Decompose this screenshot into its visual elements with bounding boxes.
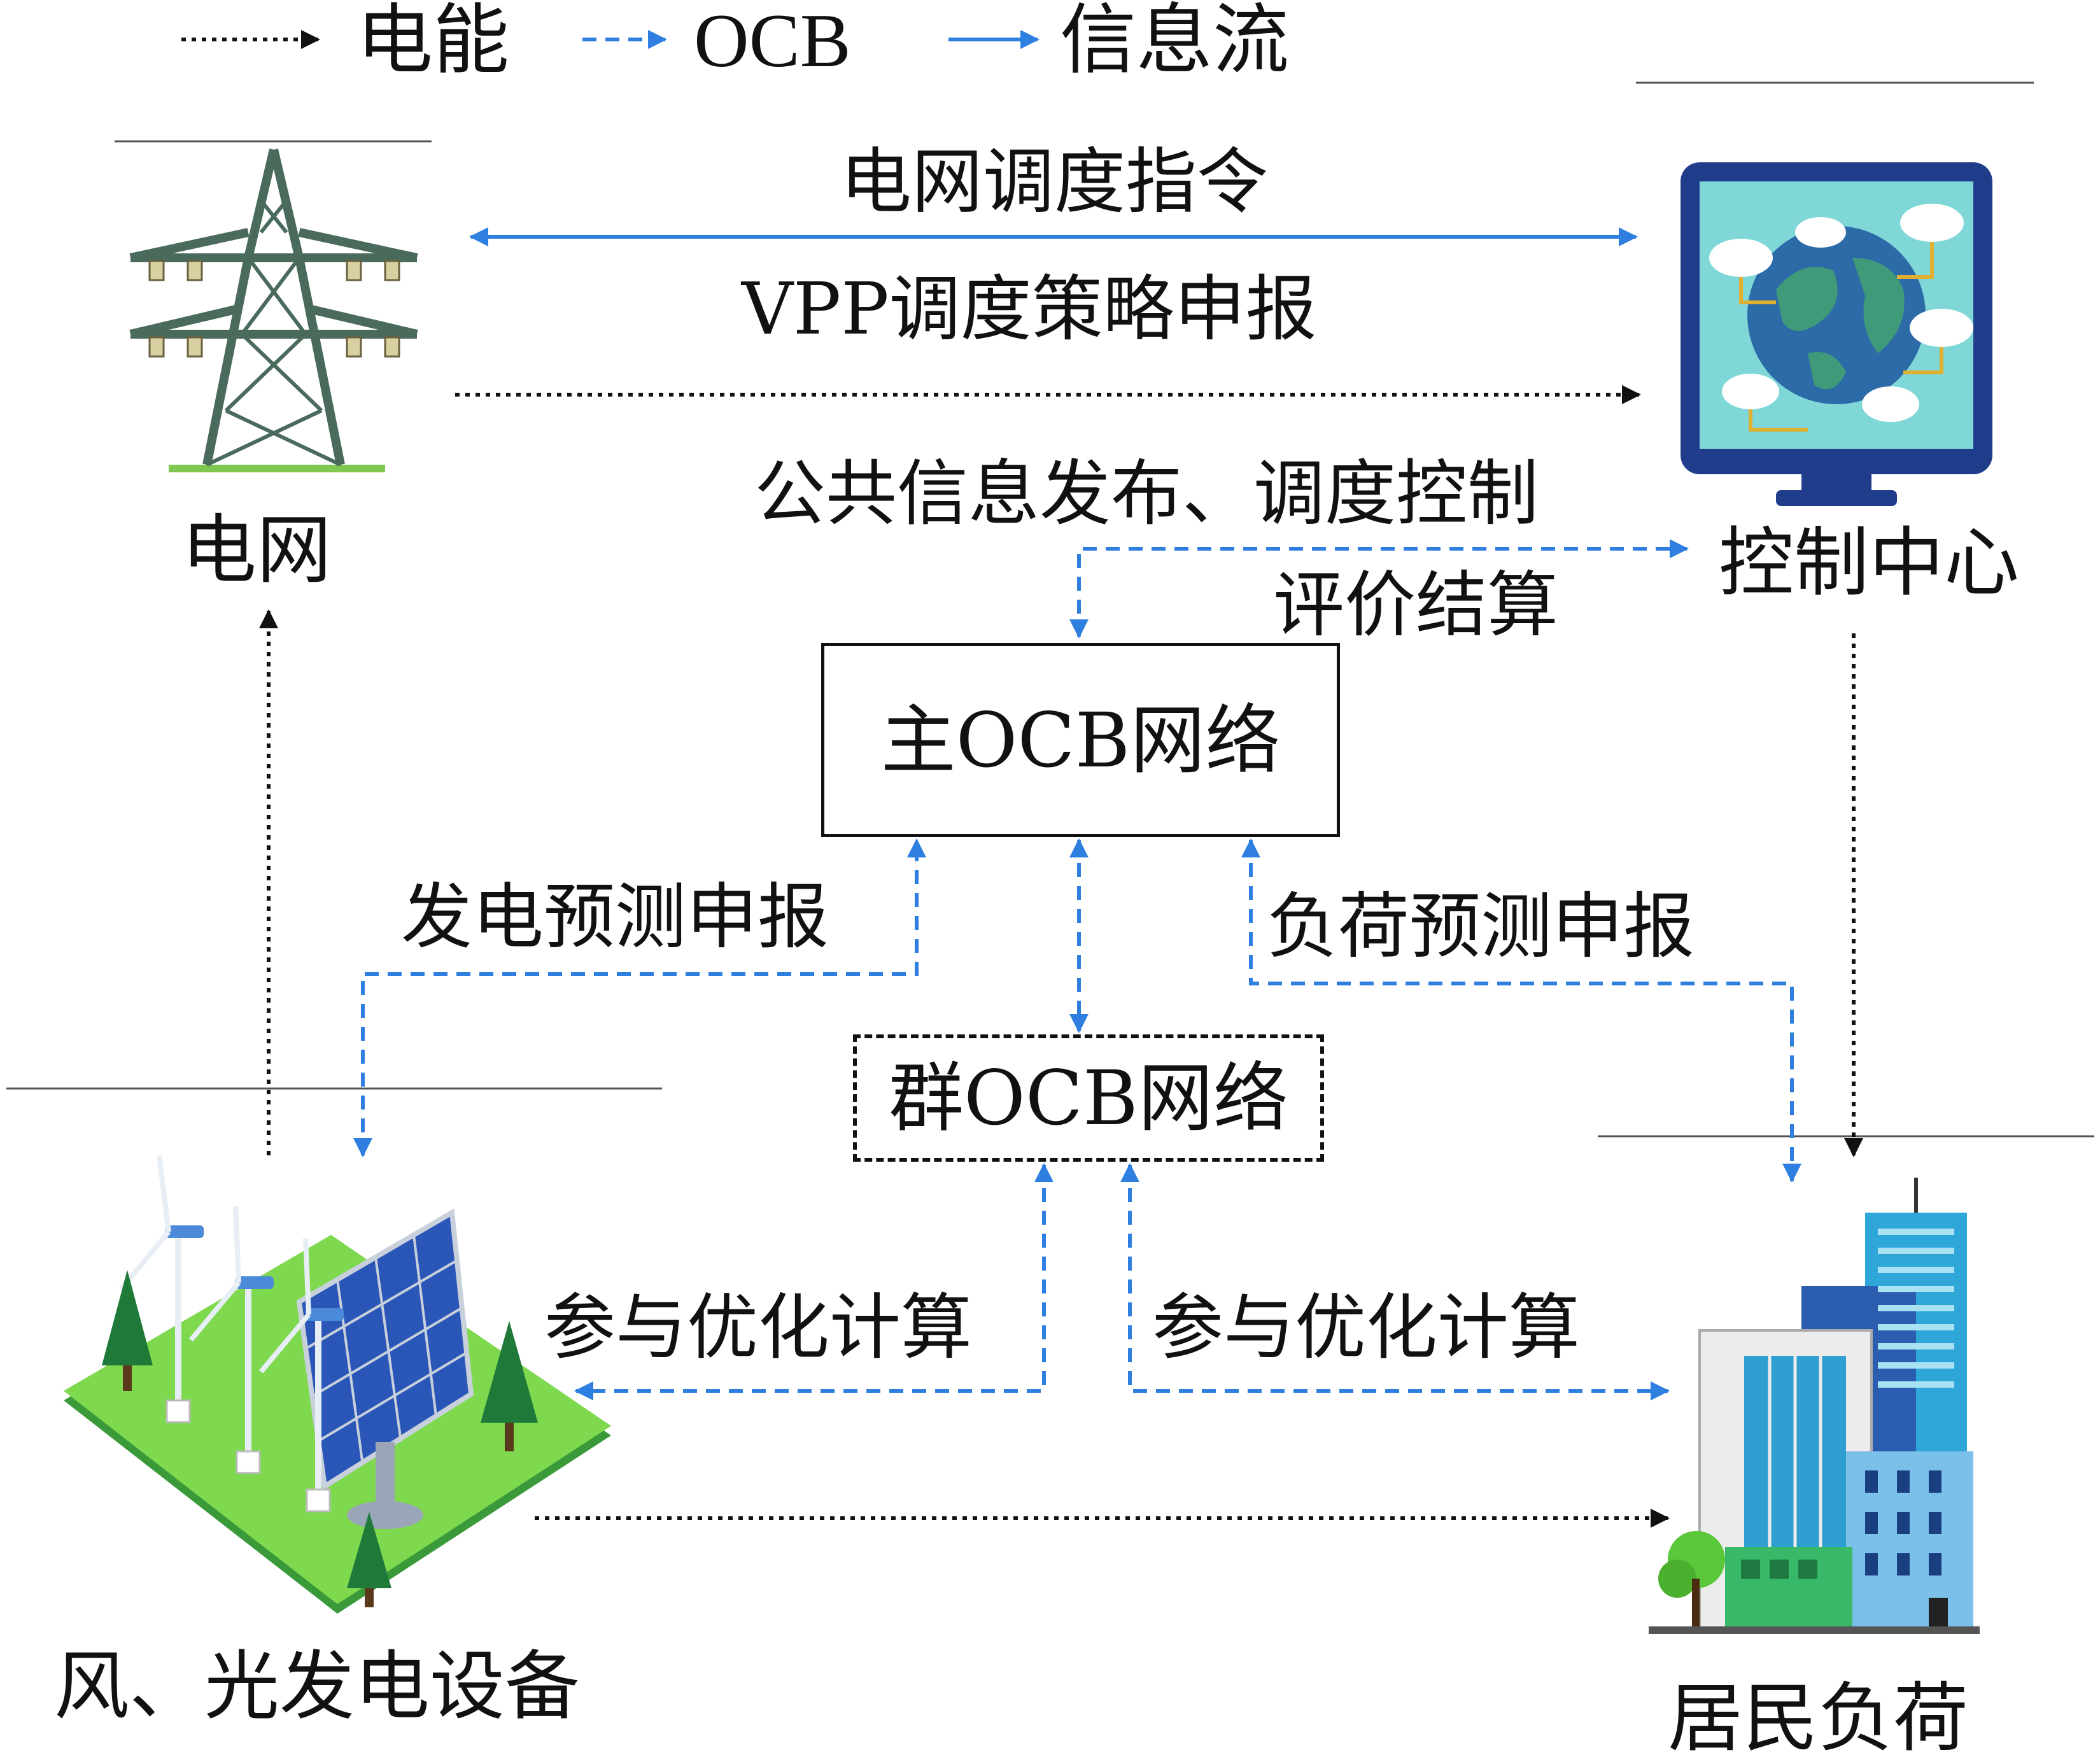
edge-load-forecast-line	[1241, 838, 1801, 1183]
group-ocb-box: 群OCB网络	[853, 1034, 1324, 1162]
edge-opt-right-line	[1120, 1163, 1670, 1400]
legend-ocb-label: OCB	[694, 0, 851, 83]
control-center-label: 控制中心	[1719, 519, 2020, 607]
edge-opt-left-line	[574, 1163, 1054, 1400]
edge-gen-forecast-line	[353, 838, 926, 1157]
group-ocb-label: 群OCB网络	[889, 1054, 1288, 1142]
edge-public-info-line	[1069, 539, 1689, 638]
edge-gen-forecast-label: 发电预测申报	[401, 876, 829, 959]
edge-dispatch-label: 电网调度指令	[840, 141, 1268, 223]
edge-vpp-report-label: VPP调度策略申报	[742, 268, 1317, 351]
monitor-globe-icon	[1681, 162, 1992, 509]
grid-label: 电网	[181, 506, 332, 594]
residential-label: 居民负荷	[1668, 1674, 1969, 1762]
transmission-tower-icon	[111, 143, 436, 474]
generation-label: 风、光发电设备	[54, 1642, 581, 1730]
edge-opt-right-label: 参与优化计算	[1152, 1286, 1580, 1369]
edge-public-info-label: 公共信息发布、调度控制	[754, 453, 1539, 535]
wind-solar-farm-icon	[64, 1155, 611, 1614]
city-buildings-icon	[1649, 1178, 1980, 1649]
edge-opt-left-label: 参与优化计算	[544, 1286, 972, 1369]
legend-energy-label: 电能	[356, 0, 509, 85]
edge-settlement-label: 评价结算	[1273, 564, 1558, 647]
main-ocb-label: 主OCB网络	[880, 696, 1281, 784]
edge-load-forecast-label: 负荷预测申报	[1267, 885, 1695, 968]
main-ocb-box: 主OCB网络	[821, 643, 1340, 837]
legend-info-label: 信息流	[1060, 0, 1289, 85]
